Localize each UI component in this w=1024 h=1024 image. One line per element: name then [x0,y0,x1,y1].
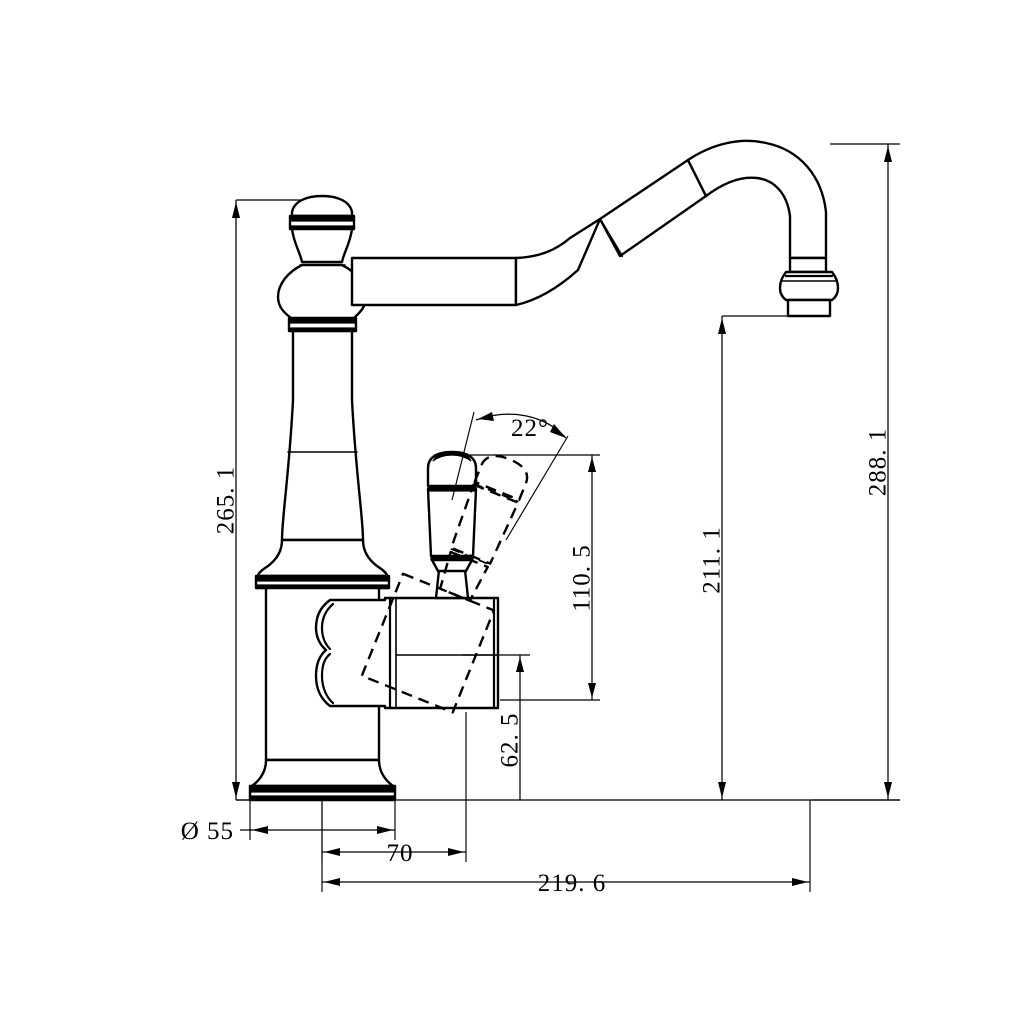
dim-label-70: 70 [387,840,414,867]
ghost-handle-stub [438,550,489,602]
angle-arrow-left [478,412,494,421]
spout-horizontal [350,256,518,307]
arrow-62-top [516,657,524,672]
spout-aerator [786,298,832,318]
dim-label-219-6: 219. 6 [538,870,607,897]
spout-arch [686,139,828,260]
column-upper-collar-line [288,318,357,324]
dim-label-diameter-55: Ø 55 [181,818,234,845]
arrow-110-bottom [588,683,596,698]
valve-chamfer-upper [320,602,335,651]
dimension-base-diameter: Ø 55 [181,800,396,845]
dim-label-265-1: 265. 1 [213,466,240,535]
dimension-219-6: 219. 6 [321,800,811,897]
spout-diagonal [598,158,708,258]
faucet-assembly [248,139,840,802]
dimension-288-1: 288. 1 [812,143,900,801]
dimension-62-5: 62. 5 [462,654,530,800]
dim-label-110-5: 110. 5 [569,544,596,612]
arrow-288-top [884,146,892,162]
ghost-handle-body [450,483,520,565]
ghost-handle-band-upper [473,482,519,503]
valve-chamfer-lower [320,652,335,705]
arrow-211-top [718,318,726,334]
spout-arm [350,139,840,318]
base-bottom-line2 [249,795,396,801]
finial-neck [290,227,354,264]
base-flare [256,538,389,578]
spout-joint-2 [598,217,624,258]
base-bottom-line1 [249,786,396,793]
dimension-110-5: 110. 5 [470,454,600,701]
arrow-219-right [792,878,808,886]
ghost-valve-face [360,572,496,714]
lever-handle-rotated-ghost [360,454,529,714]
arrow-70-right [448,848,464,856]
dimension-70: 70 [321,712,467,867]
arrow-211-bottom [718,782,726,798]
arrow-288-bottom [884,782,892,798]
handle-lower-taper [430,558,474,573]
arrow-265-bottom [232,782,240,798]
arrow-265-top [232,202,240,218]
ghost-handle-band-lower [450,547,491,566]
ghost-handle-cap [473,454,529,502]
spout-outlet-tube [788,256,828,274]
dim-label-211-1: 211. 1 [699,526,726,594]
arrow-70-left [324,848,340,856]
base-bottom-flare [250,758,395,788]
finial-band-line1 [289,216,355,222]
dim-label-288-1: 288. 1 [865,428,892,497]
column-body [280,328,365,542]
arrow-d55-left [252,826,268,834]
base-flange-line1 [255,576,390,582]
spout-bend-lower [514,217,602,307]
column-upper-collar-line2 [288,327,357,333]
handle-cap-tip [432,451,472,462]
valve-boss [314,596,500,710]
faucet-finial [276,194,368,320]
dim-label-angle-22: 22° [511,415,549,442]
angle-ref-rotated [505,435,569,541]
arrow-219-left [324,878,340,886]
faucet-column [280,316,365,542]
angle-arrow-right [550,424,566,438]
valve-body [314,596,500,710]
lever-handle[interactable] [426,450,478,600]
dim-label-62-5: 62. 5 [497,713,524,768]
dimension-211-1: 211. 1 [699,315,790,800]
angle-ref-vertical [451,411,475,501]
arrow-110-top [588,457,596,472]
spout-outlet-collar [778,270,840,302]
finial-dome [290,194,354,218]
arrow-d55-right [377,826,393,834]
dimension-angle-22: 22° [451,411,569,541]
